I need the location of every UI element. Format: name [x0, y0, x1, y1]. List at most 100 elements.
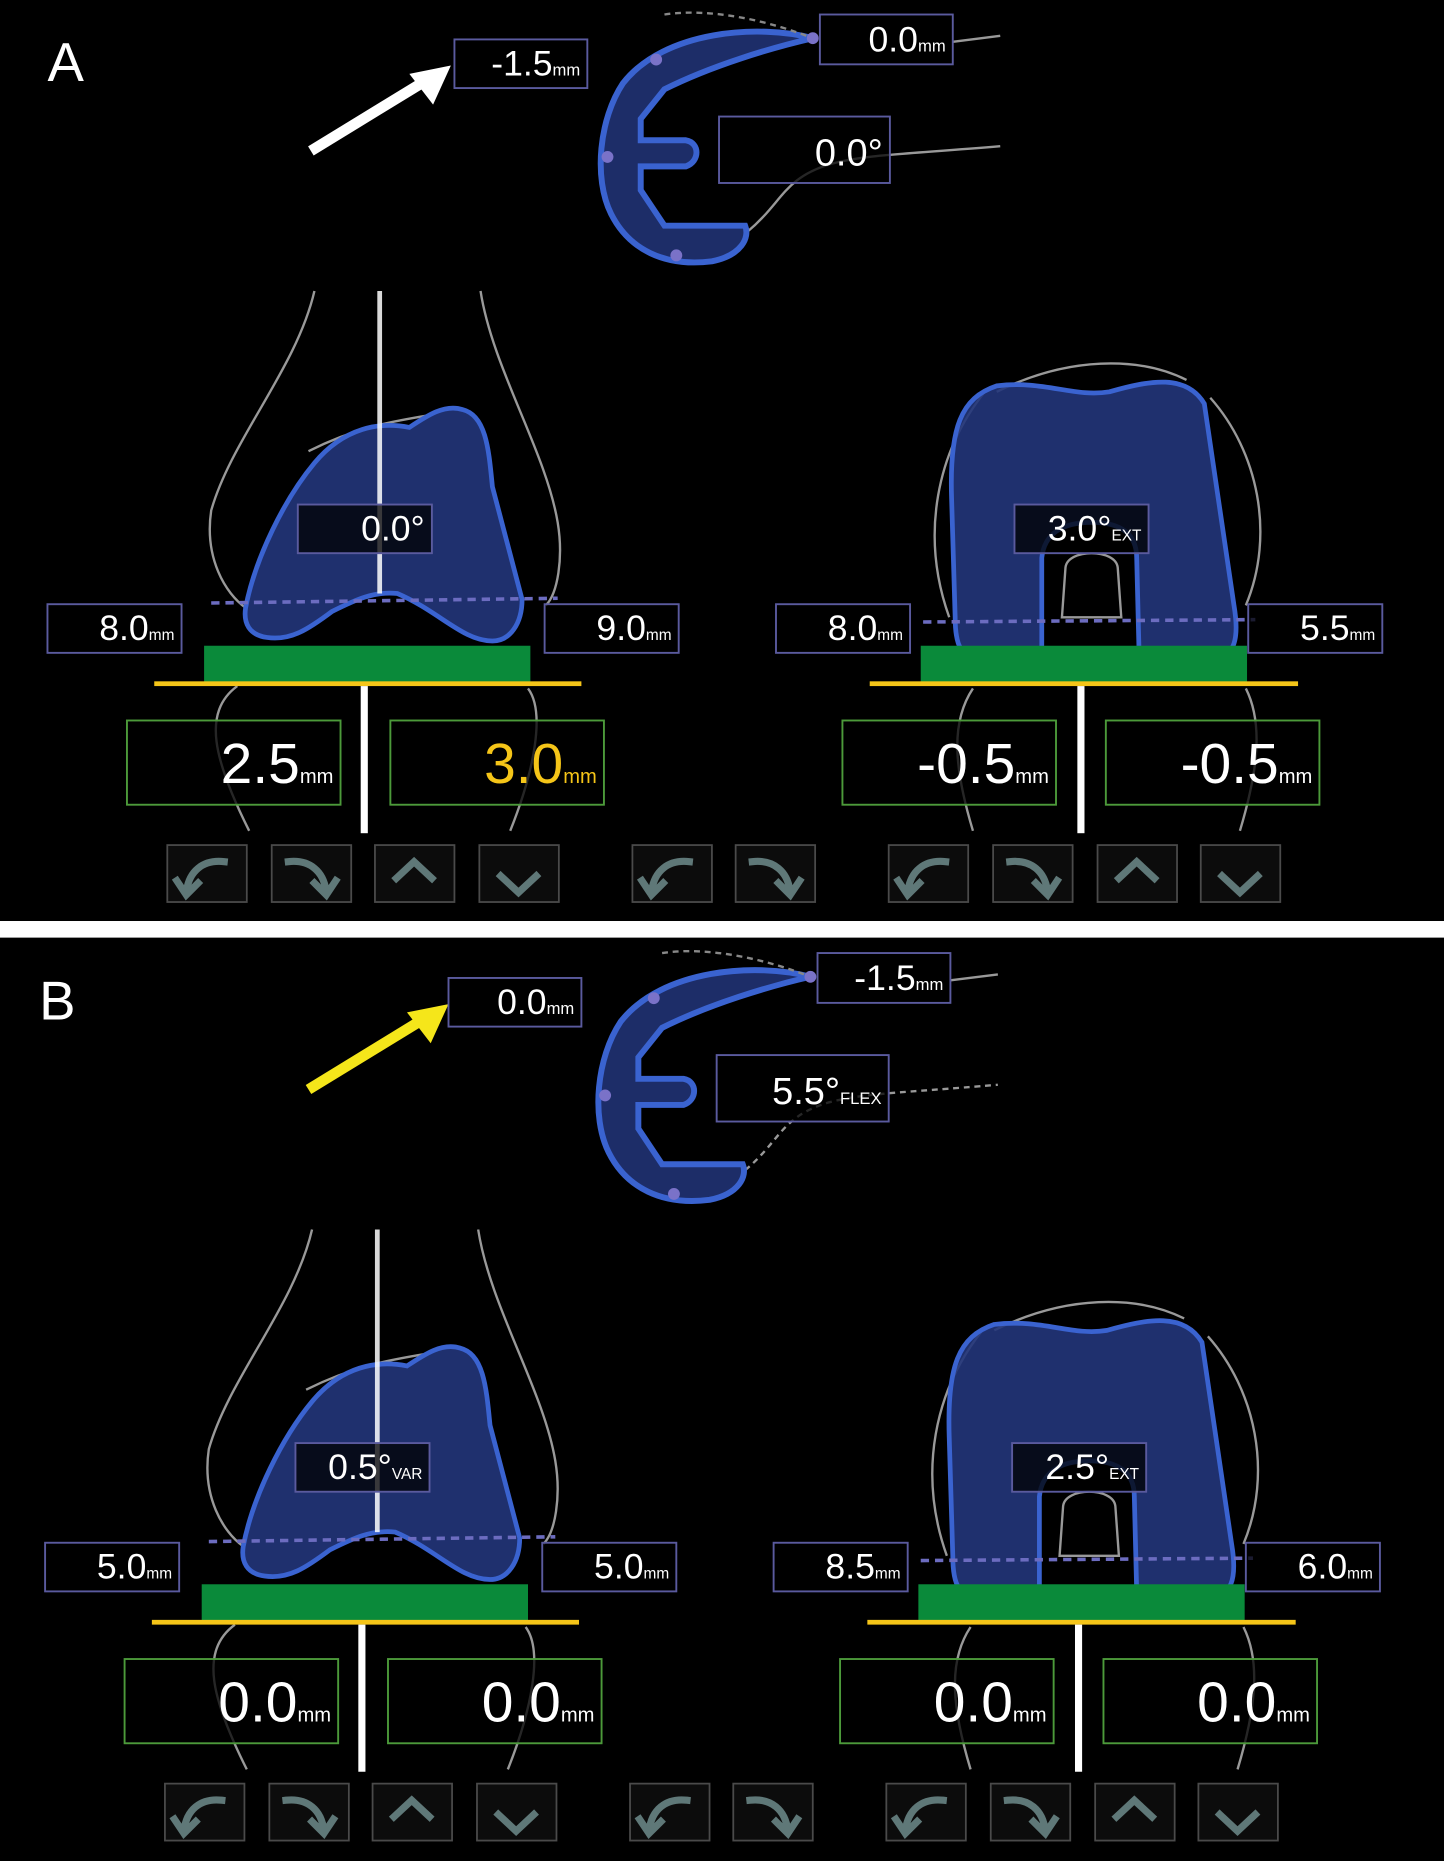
front-left-gap-value-text: 2.5mm	[221, 732, 334, 796]
move-down-button[interactable]	[478, 844, 560, 903]
rotate-cw-icon	[282, 1796, 339, 1840]
move-up-button[interactable]	[374, 844, 456, 903]
rotate-cw-button[interactable]	[734, 844, 817, 903]
flex-left-gap-value-unit: mm	[1013, 1704, 1047, 1726]
flex-right-resection-label[interactable]: 5.5mm	[1247, 603, 1384, 654]
front-right-gap-value[interactable]: 3.0mm	[389, 719, 605, 806]
move-up-button[interactable]	[371, 1782, 453, 1842]
varus-angle-label-value: 0.0°	[361, 509, 425, 549]
rotate-cw-button[interactable]	[268, 1782, 350, 1842]
front-left-resection-label-unit: mm	[149, 627, 175, 644]
flex-right-gap-value[interactable]: -0.5mm	[1104, 719, 1321, 806]
flex-right-resection-label-value: 6.0	[1298, 1547, 1347, 1587]
rotation-angle-label-text: 3.0°EXT	[1048, 509, 1142, 549]
rotate-cw-button[interactable]	[989, 1782, 1072, 1842]
rotate-ccw-button[interactable]	[629, 1782, 711, 1842]
varus-angle-label[interactable]: 0.0°	[296, 503, 433, 555]
front-left-gap-value-unit: mm	[300, 766, 334, 788]
rotate-ccw-button[interactable]	[887, 844, 970, 903]
ap-offset-label[interactable]: -1.5mm	[453, 38, 589, 90]
flex-left-resection-label-frame	[772, 1541, 909, 1593]
flexion-angle-label-unit: FLEX	[840, 1089, 882, 1108]
rotate-ccw-icon	[893, 857, 950, 901]
flex-left-gap-value[interactable]: -0.5mm	[841, 719, 1057, 806]
flex-left-gap-value[interactable]: 0.0mm	[839, 1658, 1055, 1745]
front-right-resection-label-value: 9.0	[596, 608, 645, 648]
flex-right-gap-value[interactable]: 0.0mm	[1102, 1658, 1318, 1745]
move-up-button[interactable]	[1096, 844, 1178, 903]
front-left-gap-value[interactable]: 2.5mm	[126, 719, 342, 806]
varus-angle-label[interactable]: 0.5°VAR	[294, 1442, 431, 1493]
flex-left-gap-value-value: 0.0	[934, 1670, 1013, 1734]
flex-left-resection-label[interactable]: 8.5mm	[772, 1541, 909, 1593]
panel-letter: B	[39, 970, 75, 1031]
ap-offset-label[interactable]: 0.0mm	[447, 977, 583, 1028]
flexion-spacer-block	[918, 1584, 1245, 1622]
flex-left-resection-label[interactable]: 8.0mm	[775, 603, 912, 654]
anterior-offset-label-value: -1.5	[854, 958, 915, 998]
rotate-cw-icon	[748, 857, 805, 901]
flex-right-resection-label[interactable]: 6.0mm	[1244, 1541, 1381, 1593]
front-left-gap-value-text: 0.0mm	[218, 1670, 331, 1734]
front-right-resection-label[interactable]: 5.0mm	[541, 1541, 678, 1593]
front-right-resection-label-value: 5.0	[594, 1547, 643, 1587]
front-right-resection-label[interactable]: 9.0mm	[543, 603, 680, 654]
anterior-offset-label[interactable]: 0.0mm	[818, 13, 954, 66]
flex-right-resection-label-frame	[1244, 1541, 1381, 1593]
rotate-ccw-button[interactable]	[166, 844, 248, 903]
rotate-cw-button[interactable]	[992, 844, 1074, 903]
front-left-resection-label[interactable]: 8.0mm	[46, 603, 183, 654]
rotation-angle-label[interactable]: 3.0°EXT	[1013, 503, 1150, 555]
move-down-button[interactable]	[1197, 1782, 1279, 1842]
rotate-cw-icon	[284, 857, 341, 901]
rotate-cw-button[interactable]	[732, 1782, 814, 1842]
rotate-ccw-button[interactable]	[885, 1782, 967, 1842]
front-left-resection-label-value: 5.0	[97, 1547, 146, 1587]
anterior-offset-label-text: -1.5mm	[854, 958, 943, 998]
flex-right-gap-value-value: -0.5	[1181, 732, 1279, 796]
front-left-gap-value[interactable]: 0.0mm	[123, 1658, 340, 1745]
flex-left-gap-value-frame	[839, 1658, 1055, 1745]
rotate-cw-icon	[1003, 1796, 1060, 1840]
front-right-resection-label-frame	[541, 1541, 678, 1593]
anterior-offset-label-frame	[816, 952, 952, 1004]
flexion-spacer-block	[920, 645, 1248, 683]
varus-angle-label-value: 0.5°	[328, 1447, 392, 1487]
flexion-angle-label-value: 5.5°	[772, 1071, 840, 1113]
front-left-resection-label[interactable]: 5.0mm	[44, 1541, 181, 1593]
move-down-button[interactable]	[1199, 844, 1282, 903]
flex-right-gap-value-text: 0.0mm	[1197, 1670, 1310, 1734]
rotate-ccw-icon	[636, 857, 694, 901]
front-right-resection-label-frame	[543, 603, 680, 654]
flex-right-resection-label-text: 5.5mm	[1300, 608, 1375, 648]
rotate-ccw-icon	[890, 1796, 948, 1840]
rotate-cw-button[interactable]	[270, 844, 353, 903]
rotation-angle-label-text: 2.5°EXT	[1045, 1447, 1139, 1487]
front-left-gap-value-unit: mm	[297, 1704, 331, 1726]
flexion-angle-label[interactable]: 5.5°FLEX	[715, 1054, 890, 1123]
flex-right-resection-label-unit: mm	[1347, 1566, 1373, 1583]
flex-right-gap-value-value: 0.0	[1197, 1670, 1276, 1734]
rotate-ccw-button[interactable]	[164, 1782, 246, 1842]
anterior-offset-label-text: 0.0mm	[869, 19, 946, 59]
move-down-button[interactable]	[476, 1782, 558, 1842]
flexion-angle-label[interactable]: 0.0°	[718, 115, 891, 184]
move-up-icon	[388, 1795, 435, 1822]
front-right-gap-value[interactable]: 0.0mm	[387, 1658, 603, 1745]
rotation-angle-label[interactable]: 2.5°EXT	[1011, 1442, 1148, 1493]
rotate-ccw-icon	[169, 1796, 226, 1840]
front-right-gap-value-text: 3.0mm	[484, 732, 597, 796]
ap-offset-label-frame	[447, 977, 583, 1028]
rotate-ccw-button[interactable]	[631, 844, 713, 903]
front-left-resection-label-unit: mm	[146, 1566, 172, 1583]
move-up-button[interactable]	[1094, 1782, 1176, 1842]
rotation-angle-label-value: 2.5°	[1045, 1447, 1109, 1487]
flex-left-resection-label-value: 8.0	[828, 608, 877, 648]
anterior-offset-label[interactable]: -1.5mm	[816, 952, 952, 1004]
varus-angle-label-frame	[296, 503, 433, 555]
flexion-angle-label-text: 5.5°FLEX	[772, 1071, 882, 1113]
varus-angle-label-text: 0.5°VAR	[328, 1447, 422, 1487]
ap-offset-label-text: -1.5mm	[491, 43, 580, 83]
